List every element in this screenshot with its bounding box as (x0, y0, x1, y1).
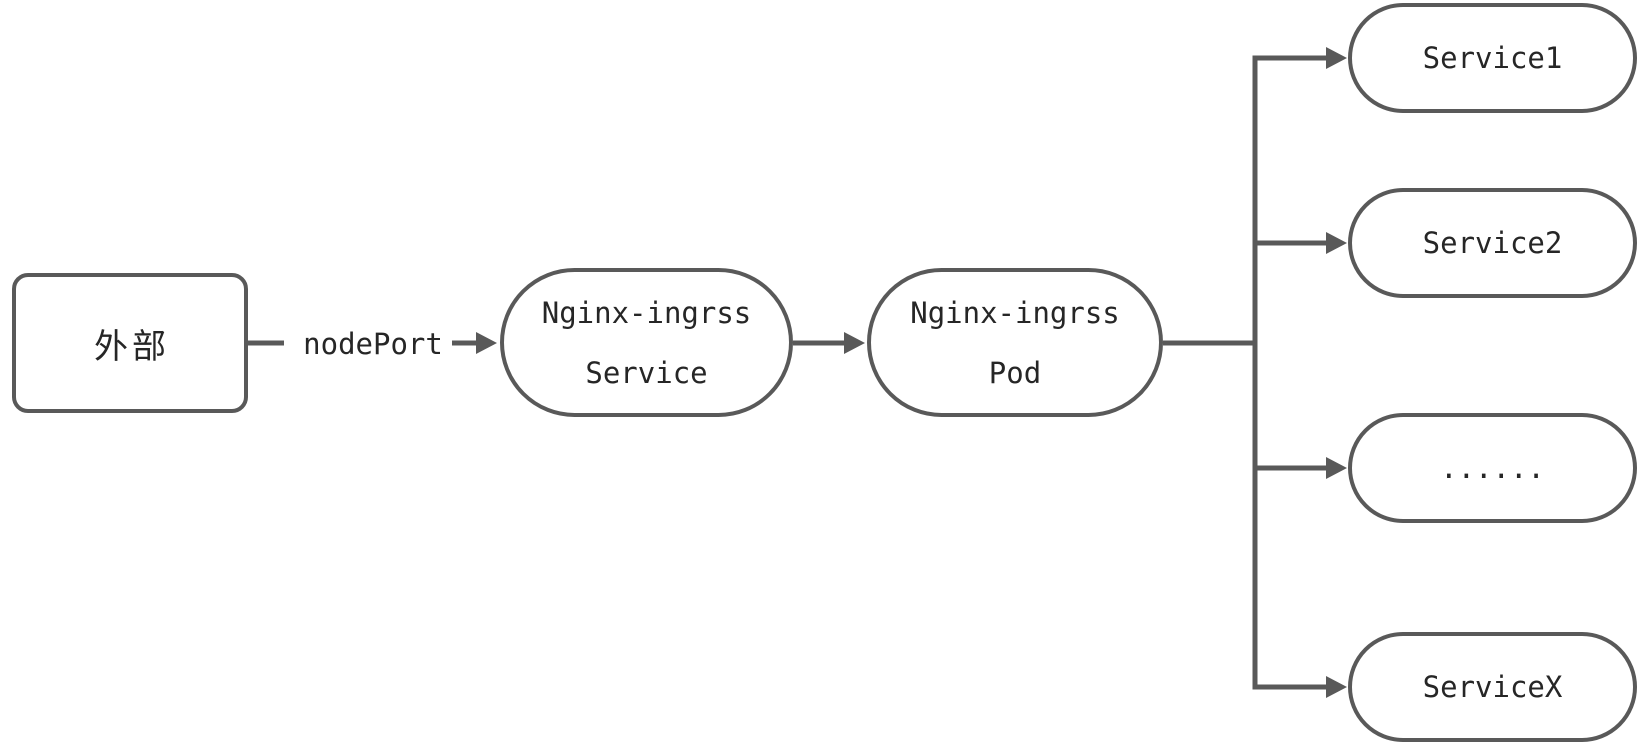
node-nginx-ingress-service-line1: Nginx-ingrss (541, 295, 752, 330)
node-service2: Service2 (1348, 188, 1637, 298)
arrowhead-into-service1 (1326, 47, 1347, 69)
node-servicex: ServiceX (1348, 632, 1637, 742)
edge-label-nodeport: nodePort (303, 327, 443, 361)
node-external: 外部 (12, 273, 248, 413)
node-service1: Service1 (1348, 3, 1637, 113)
node-service2-label: Service2 (1422, 226, 1563, 260)
node-nginx-ingress-pod-line1: Nginx-ingrss (910, 295, 1120, 330)
arrowhead-into-servicex (1326, 676, 1347, 698)
node-ellipsis-label: ...... (1440, 451, 1545, 485)
arrowhead-into-nginx-pod (844, 332, 865, 354)
node-service1-label: Service1 (1422, 41, 1563, 75)
node-nginx-ingress-pod-line2: Pod (988, 355, 1042, 390)
node-nginx-ingress-pod: Nginx-ingrss Pod (867, 268, 1163, 417)
node-ellipsis: ...... (1348, 413, 1637, 523)
arrowhead-into-ellipsis (1326, 457, 1347, 479)
arrowhead-into-service2 (1326, 232, 1347, 254)
node-servicex-label: ServiceX (1422, 670, 1563, 704)
fanout-trunk-bracket (1252, 55, 1330, 690)
arrowhead-into-nginx-service (476, 332, 497, 354)
node-nginx-ingress-service-line2: Service (585, 355, 708, 390)
node-external-label: 外部 (94, 326, 170, 367)
node-nginx-ingress-service: Nginx-ingrss Service (500, 268, 793, 417)
